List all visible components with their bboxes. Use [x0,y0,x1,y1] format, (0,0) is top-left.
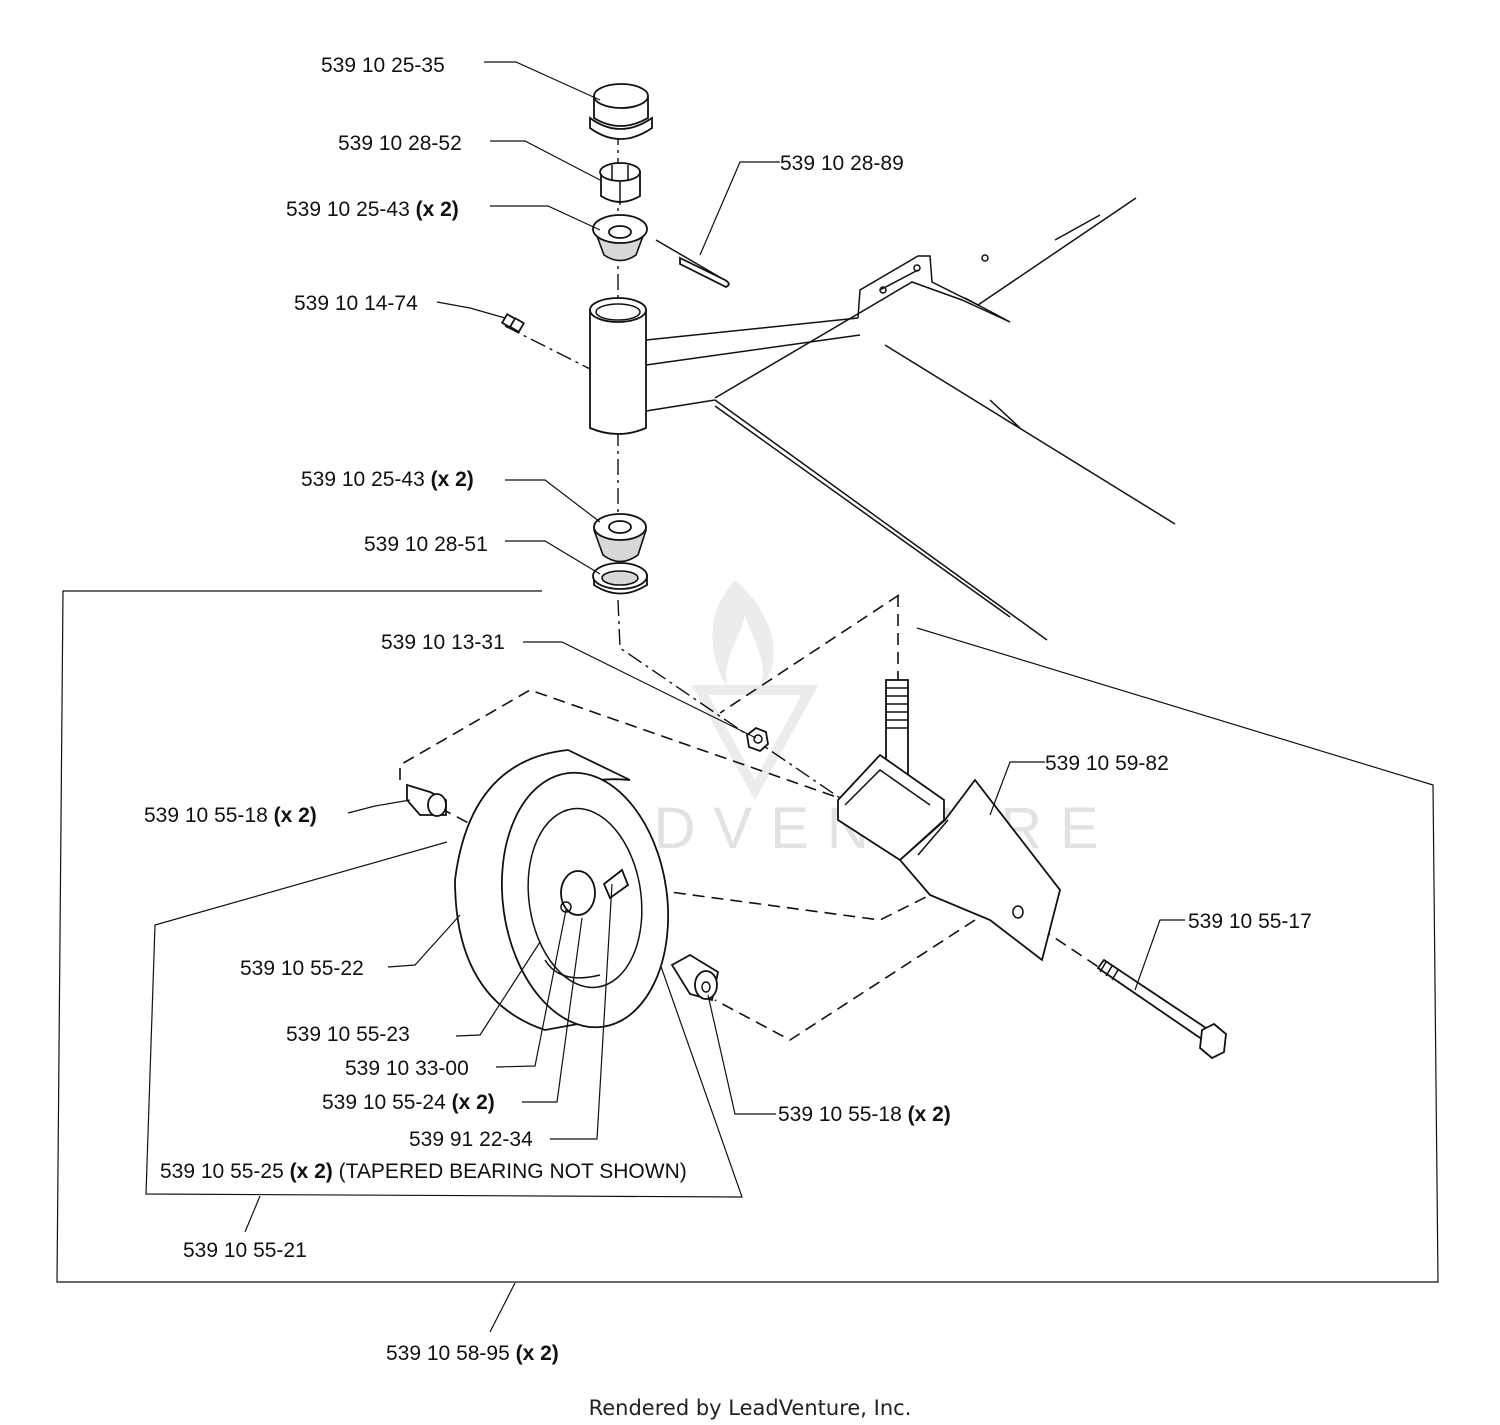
callout-cap: 539 10 25-35 [321,54,445,77]
leader-lines [347,61,1185,1140]
dust-cap-icon [589,83,653,140]
spacer-left-icon [406,783,447,817]
axle-bolt-icon [1096,958,1227,1060]
caster-fork-icon [837,679,1061,962]
wheel-assembly-bracket [145,841,743,1198]
grease-axis [504,325,593,371]
cotter-pin-icon [655,239,730,289]
lower-bearing-icon [592,513,648,563]
callout-caster-fork: 539 10 59-82 [1045,752,1169,775]
castle-nut-icon [599,162,641,205]
callout-grease-fitting: 539 10 14-74 [294,292,418,315]
dash-line-5 [654,889,931,921]
leader-caster-assembly [489,1282,516,1333]
note-tapered-bearing: 539 10 55-25 (x 2) (TAPERED BEARING NOT … [160,1160,687,1183]
bolt-axis [1039,927,1101,969]
callout-wheel-assembly: 539 10 55-21 [183,1239,307,1262]
callout-wheel-fitting: 539 10 33-00 [345,1057,469,1080]
upper-bearing-icon [592,214,648,262]
leader-wheel-assembly [244,1195,261,1233]
wheel-tire-icon [454,749,670,1031]
callout-castle-nut: 539 10 28-52 [338,132,462,155]
dash-line-3 [399,689,846,801]
callout-caster-assembly: 539 10 58-95 (x 2) [386,1342,559,1365]
footer-credit: Rendered by LeadVenture, Inc. [589,1396,912,1420]
callout-upper-bearing: 539 10 25-43 (x 2) [286,198,459,221]
callout-cotter-pin: 539 10 28-89 [780,152,904,175]
spacer-right-icon [670,953,720,1002]
spindle-tube-icon [589,297,647,435]
callout-bearing-cup: 539 10 55-24 (x 2) [322,1091,495,1114]
dash-line-4 [714,919,976,1041]
callout-rim: 539 10 55-23 [286,1023,410,1046]
callout-spacer-left: 539 10 55-18 (x 2) [144,804,317,827]
grease-fitting-icon [500,312,526,334]
callout-tire: 539 10 55-22 [240,957,364,980]
caster-assembly-bracket [56,590,1439,1283]
callout-valve: 539 91 22-34 [409,1128,533,1151]
seal-icon [592,562,648,595]
callout-lower-bearing: 539 10 25-43 (x 2) [301,468,474,491]
callout-seal: 539 10 28-51 [364,533,488,556]
deck-frame [645,197,1176,641]
hex-nut-icon [746,726,769,753]
callout-spacer-right: 539 10 55-18 (x 2) [778,1103,951,1126]
callout-hex-nut: 539 10 13-31 [381,631,505,654]
dash-line-1 [719,594,900,714]
callout-axle-bolt: 539 10 55-17 [1188,910,1312,933]
leadventure-flame-logo-icon [691,580,819,801]
